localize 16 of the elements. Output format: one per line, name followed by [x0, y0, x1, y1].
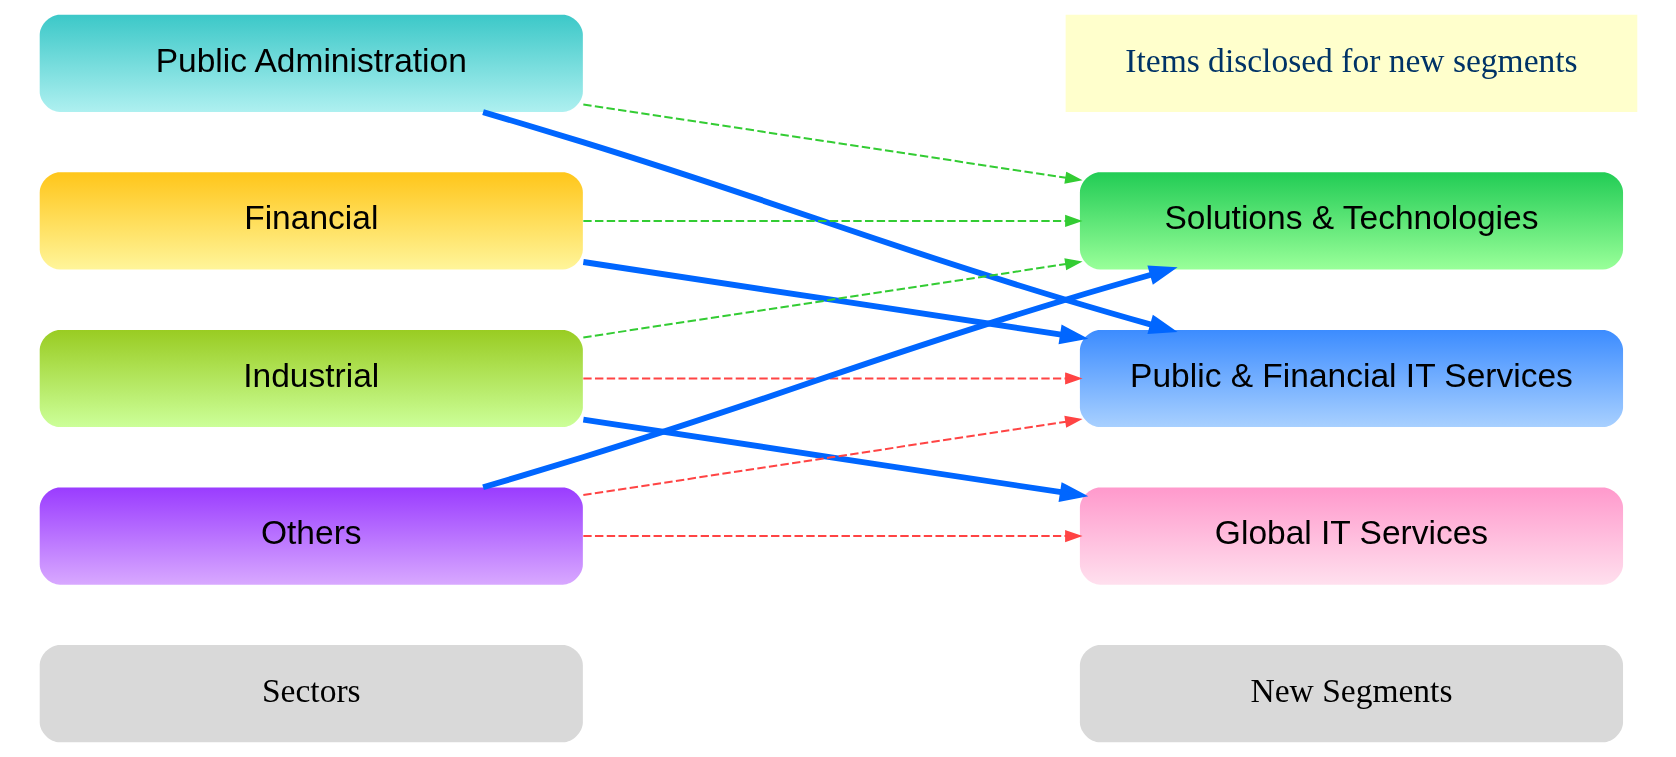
- arrow: [481, 265, 1178, 491]
- node-box: Items disclosed for new segments: [1065, 14, 1637, 112]
- node-box: Sectors: [39, 645, 583, 743]
- arrow: [481, 109, 1178, 334]
- arrow: [582, 103, 1083, 184]
- node-box: Solutions & Technologies: [1079, 172, 1623, 270]
- node-box: Public Administration: [39, 14, 583, 112]
- node-box: Industrial: [39, 329, 583, 428]
- arrow: [582, 372, 1083, 385]
- arrow: [582, 214, 1083, 228]
- node-box: New Segments: [1079, 645, 1623, 743]
- node-box: Financial: [39, 172, 583, 270]
- arrow: [582, 529, 1083, 543]
- node-box: Others: [39, 487, 583, 585]
- node-box: Global IT Services: [1079, 487, 1623, 585]
- node-box: Public & Financial IT Services: [1079, 329, 1623, 428]
